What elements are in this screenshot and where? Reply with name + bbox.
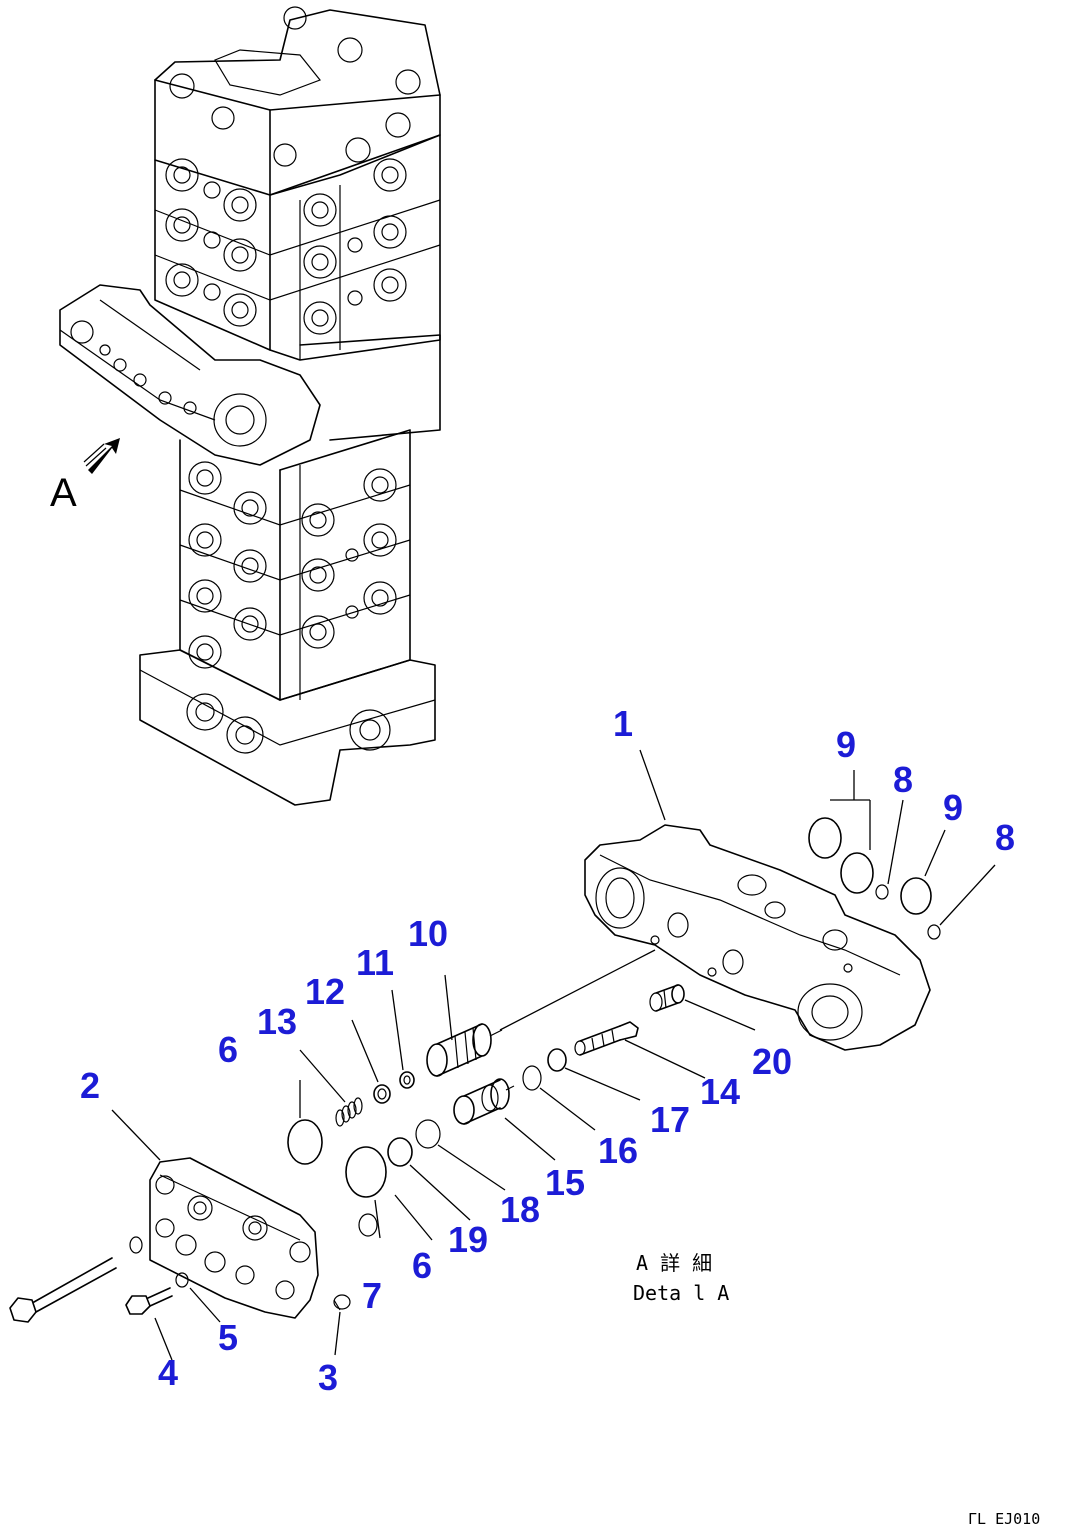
part-20-plug xyxy=(649,984,685,1012)
callout-3: 3 xyxy=(318,1357,338,1398)
part-5-washer xyxy=(175,1272,189,1288)
callout-20: 20 xyxy=(752,1041,792,1082)
part-8-plug-a xyxy=(875,884,889,900)
part-17-ring xyxy=(547,1048,567,1072)
part-15-plug xyxy=(453,1078,515,1125)
part-9-oring-a xyxy=(808,817,842,859)
long-bolt xyxy=(9,1236,143,1323)
part-12-nut xyxy=(373,1084,391,1104)
callout-18: 18 xyxy=(500,1189,540,1230)
part-9-oring-b xyxy=(840,852,874,894)
part-7-plug xyxy=(358,1213,378,1237)
callout-13: 13 xyxy=(257,1001,297,1042)
detail-caption-jp: A 詳 細 xyxy=(636,1251,712,1275)
callout-14: 14 xyxy=(700,1071,740,1112)
part-6-oring-lower xyxy=(345,1146,387,1198)
part-14-screw xyxy=(574,1021,639,1056)
part-9-oring-c xyxy=(900,877,932,915)
callout-16: 16 xyxy=(598,1130,638,1171)
part-1-block xyxy=(584,824,931,1051)
callout-15: 15 xyxy=(545,1162,585,1203)
part-19-ring xyxy=(387,1137,413,1167)
part-3-plug xyxy=(333,1294,351,1311)
callout-9-left: 9 xyxy=(836,724,856,765)
callout-12: 12 xyxy=(305,971,345,1012)
part-11-ring xyxy=(399,1071,415,1089)
view-a-arrow-icon xyxy=(83,438,120,474)
callout-4: 4 xyxy=(158,1352,178,1393)
part-10-valve xyxy=(426,1023,503,1077)
part-16-ring xyxy=(522,1065,542,1091)
part-13-spring xyxy=(335,1097,363,1127)
part-8-plug-b xyxy=(927,924,941,940)
view-a-label: A xyxy=(50,471,77,515)
callout-8-upper: 8 xyxy=(893,759,913,800)
callout-1: 1 xyxy=(613,703,633,744)
callout-19: 19 xyxy=(448,1219,488,1260)
callout-6-upper: 6 xyxy=(218,1029,238,1070)
callout-5: 5 xyxy=(218,1317,238,1358)
part-2-cover xyxy=(149,1157,319,1319)
part-6-oring-upper xyxy=(287,1119,323,1165)
callout-11: 11 xyxy=(356,942,394,983)
detail-caption-en: Deta l A xyxy=(633,1281,729,1305)
callout-7: 7 xyxy=(362,1275,382,1316)
callout-17: 17 xyxy=(650,1099,690,1140)
leader-lines xyxy=(111,749,996,1361)
callout-9-right: 9 xyxy=(943,787,963,828)
part-18-ring xyxy=(415,1119,441,1149)
control-valve-assembly xyxy=(59,6,441,806)
part-4-bolt xyxy=(125,1287,173,1315)
callout-10: 10 xyxy=(408,913,448,954)
callout-8-lower: 8 xyxy=(995,817,1015,858)
callout-2: 2 xyxy=(80,1065,100,1106)
callout-6-lower: 6 xyxy=(412,1245,432,1286)
callout-numbers: 1 2 3 4 5 6 6 7 8 8 9 9 10 11 12 13 14 1… xyxy=(80,703,1015,1398)
drawing-code: ΓL EJ010 xyxy=(968,1510,1040,1528)
